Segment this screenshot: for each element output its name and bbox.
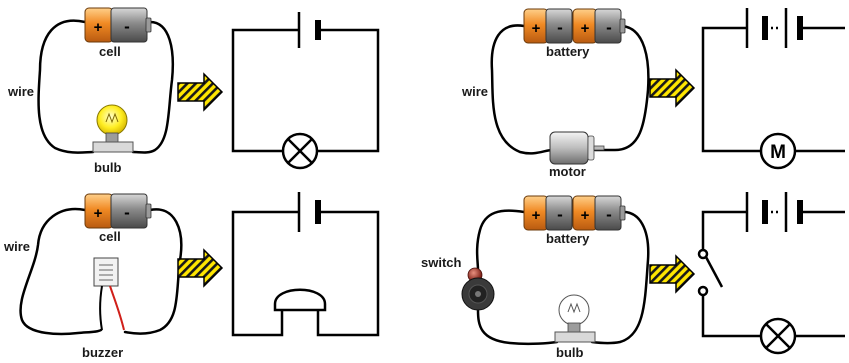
wire-label: wire bbox=[4, 239, 31, 254]
cell-plus-sign: + bbox=[94, 19, 103, 36]
battery-label: battery bbox=[546, 44, 590, 59]
striped-arrow-icon bbox=[649, 68, 696, 108]
cell-minus-sign: - bbox=[606, 205, 612, 224]
switch-label: switch bbox=[421, 255, 462, 270]
panel-battery-switch-bulb: + - + - bbox=[461, 192, 845, 355]
cell-plus-sign: + bbox=[532, 207, 541, 224]
lamp-symbol bbox=[759, 317, 797, 355]
buzzer-symbol bbox=[273, 288, 327, 312]
striped-arrow-icon bbox=[649, 254, 696, 294]
wire bbox=[37, 19, 174, 154]
two-cell-battery-icon: + - + - bbox=[523, 8, 626, 44]
motor-label: motor bbox=[549, 164, 586, 179]
panel-battery-motor: + - + - M bbox=[490, 8, 845, 170]
wire-label: wire bbox=[462, 84, 489, 99]
cell-plus-sign: + bbox=[532, 20, 541, 37]
motor-icon bbox=[549, 131, 605, 165]
cell-minus-sign: - bbox=[124, 203, 130, 222]
circuit-symbol-cell-buzzer bbox=[231, 192, 380, 337]
battery-cell-icon: + - bbox=[84, 7, 152, 43]
cell-plus-sign: + bbox=[581, 20, 590, 37]
battery-cell-icon: + - bbox=[84, 193, 152, 229]
panel-cell-bulb: + - bbox=[37, 7, 380, 170]
cell-minus-sign: - bbox=[124, 17, 130, 36]
cell-minus-sign: - bbox=[557, 205, 563, 224]
striped-arrow-icon bbox=[177, 248, 224, 288]
circuit-symbol-battery-switch-bulb bbox=[697, 192, 845, 355]
two-cell-battery-icon: + - + - bbox=[523, 195, 626, 231]
buzzer-icon bbox=[93, 257, 125, 331]
toggle-switch-icon bbox=[461, 267, 495, 311]
lamp-symbol bbox=[281, 132, 319, 170]
cell-minus-sign: - bbox=[557, 18, 563, 37]
wire bbox=[475, 209, 650, 346]
bulb-label: bulb bbox=[94, 160, 122, 175]
cell-label: cell bbox=[99, 44, 121, 59]
striped-arrow-icon bbox=[177, 72, 224, 112]
switch-symbol bbox=[697, 248, 724, 297]
cell-label: cell bbox=[99, 229, 121, 244]
wire bbox=[490, 24, 650, 155]
circuit-symbol-cell-bulb bbox=[231, 12, 380, 170]
light-bulb-icon bbox=[554, 294, 596, 343]
motor-symbol-label: M bbox=[770, 142, 786, 163]
bulb-label: bulb bbox=[556, 345, 584, 360]
battery-label: battery bbox=[546, 231, 590, 246]
cell-plus-sign: + bbox=[581, 207, 590, 224]
cell-plus-sign: + bbox=[94, 205, 103, 222]
circuit-symbol-battery-motor: M bbox=[701, 8, 845, 170]
cell-minus-sign: - bbox=[606, 18, 612, 37]
wire bbox=[19, 207, 183, 336]
light-bulb-icon bbox=[92, 104, 134, 153]
motor-symbol: M bbox=[759, 132, 797, 170]
wire-label: wire bbox=[8, 84, 35, 99]
panel-cell-buzzer: + - bbox=[19, 192, 380, 337]
buzzer-label: buzzer bbox=[82, 345, 124, 360]
